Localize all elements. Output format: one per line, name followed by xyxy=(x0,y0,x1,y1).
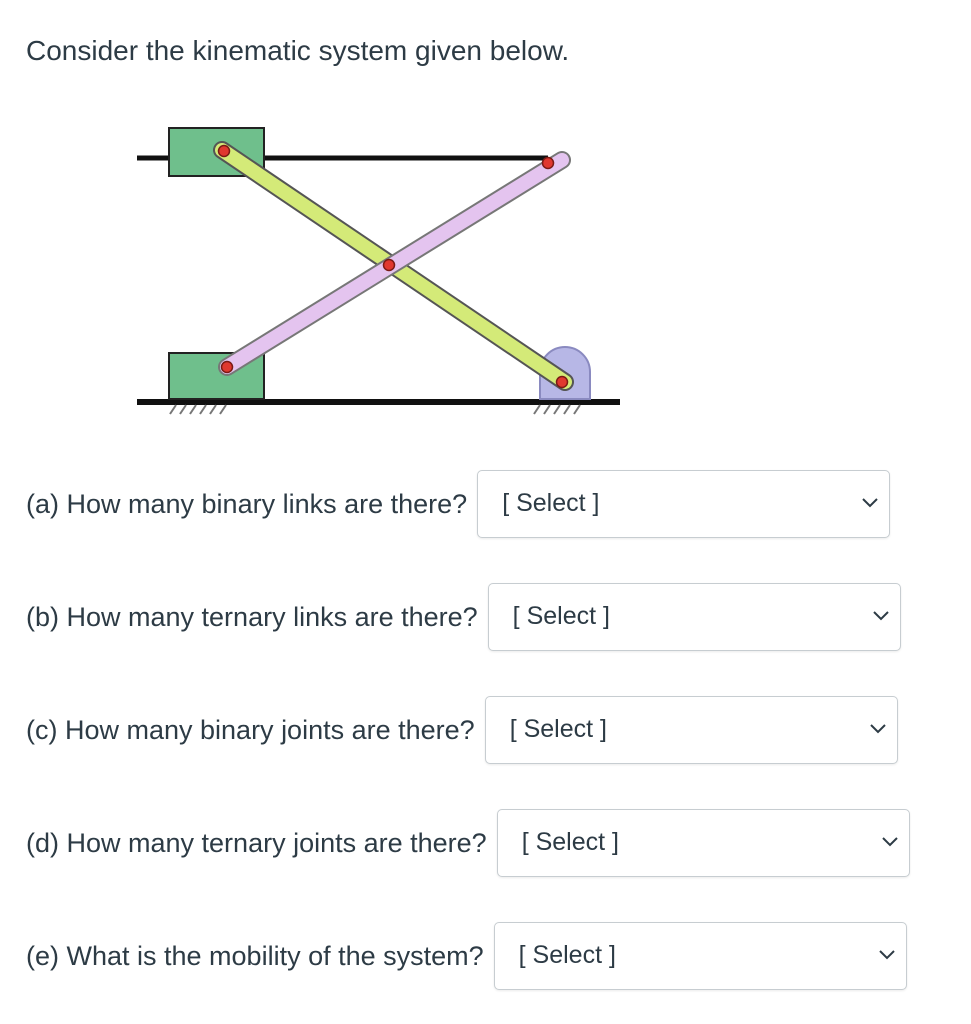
question-d-label: (d) How many ternary joints are there? xyxy=(26,827,487,858)
question-e-label: (e) What is the mobility of the system? xyxy=(26,940,484,971)
question-b: (b) How many ternary links are there? [ … xyxy=(26,582,901,652)
question-b-select[interactable]: [ Select ] xyxy=(487,583,901,651)
question-e-select-value: [ Select ] xyxy=(518,941,616,969)
question-c-label: (c) How many binary joints are there? xyxy=(26,714,475,745)
question-c-select-value: [ Select ] xyxy=(509,715,607,743)
question-c-select[interactable]: [ Select ] xyxy=(484,696,898,764)
pin-top-right xyxy=(541,156,555,170)
ground-hatch-right xyxy=(533,404,581,415)
question-e-select[interactable]: [ Select ] xyxy=(493,922,907,990)
chevron-down-icon xyxy=(869,724,886,734)
chevron-down-icon xyxy=(862,498,878,508)
intro-text: Consider the kinematic system given belo… xyxy=(26,35,570,66)
question-b-select-value: [ Select ] xyxy=(512,602,610,630)
question-b-label: (b) How many ternary links are there? xyxy=(26,601,478,632)
question-c: (c) How many binary joints are there? [ … xyxy=(26,695,898,765)
question-a-label: (a) How many binary links are there? xyxy=(26,488,468,519)
pin-top-slider xyxy=(217,144,231,158)
question-d-select[interactable]: [ Select ] xyxy=(496,809,910,877)
pin-ground-pivot xyxy=(555,375,569,389)
chevron-down-icon xyxy=(881,837,898,847)
question-d: (d) How many ternary joints are there? [… xyxy=(26,808,910,878)
ground-hatch-left xyxy=(169,404,227,415)
question-a: (a) How many binary links are there? [ S… xyxy=(26,469,891,539)
question-d-select-value: [ Select ] xyxy=(521,828,619,856)
pin-center xyxy=(382,258,396,272)
question-e: (e) What is the mobility of the system? … xyxy=(26,921,907,991)
chevron-down-icon xyxy=(878,950,895,960)
kinematic-diagram xyxy=(137,127,620,415)
question-a-select-value: [ Select ] xyxy=(502,489,600,517)
chevron-down-icon xyxy=(872,611,889,621)
question-a-select[interactable]: [ Select ] xyxy=(477,470,891,538)
pin-bottom-slider xyxy=(220,360,234,374)
